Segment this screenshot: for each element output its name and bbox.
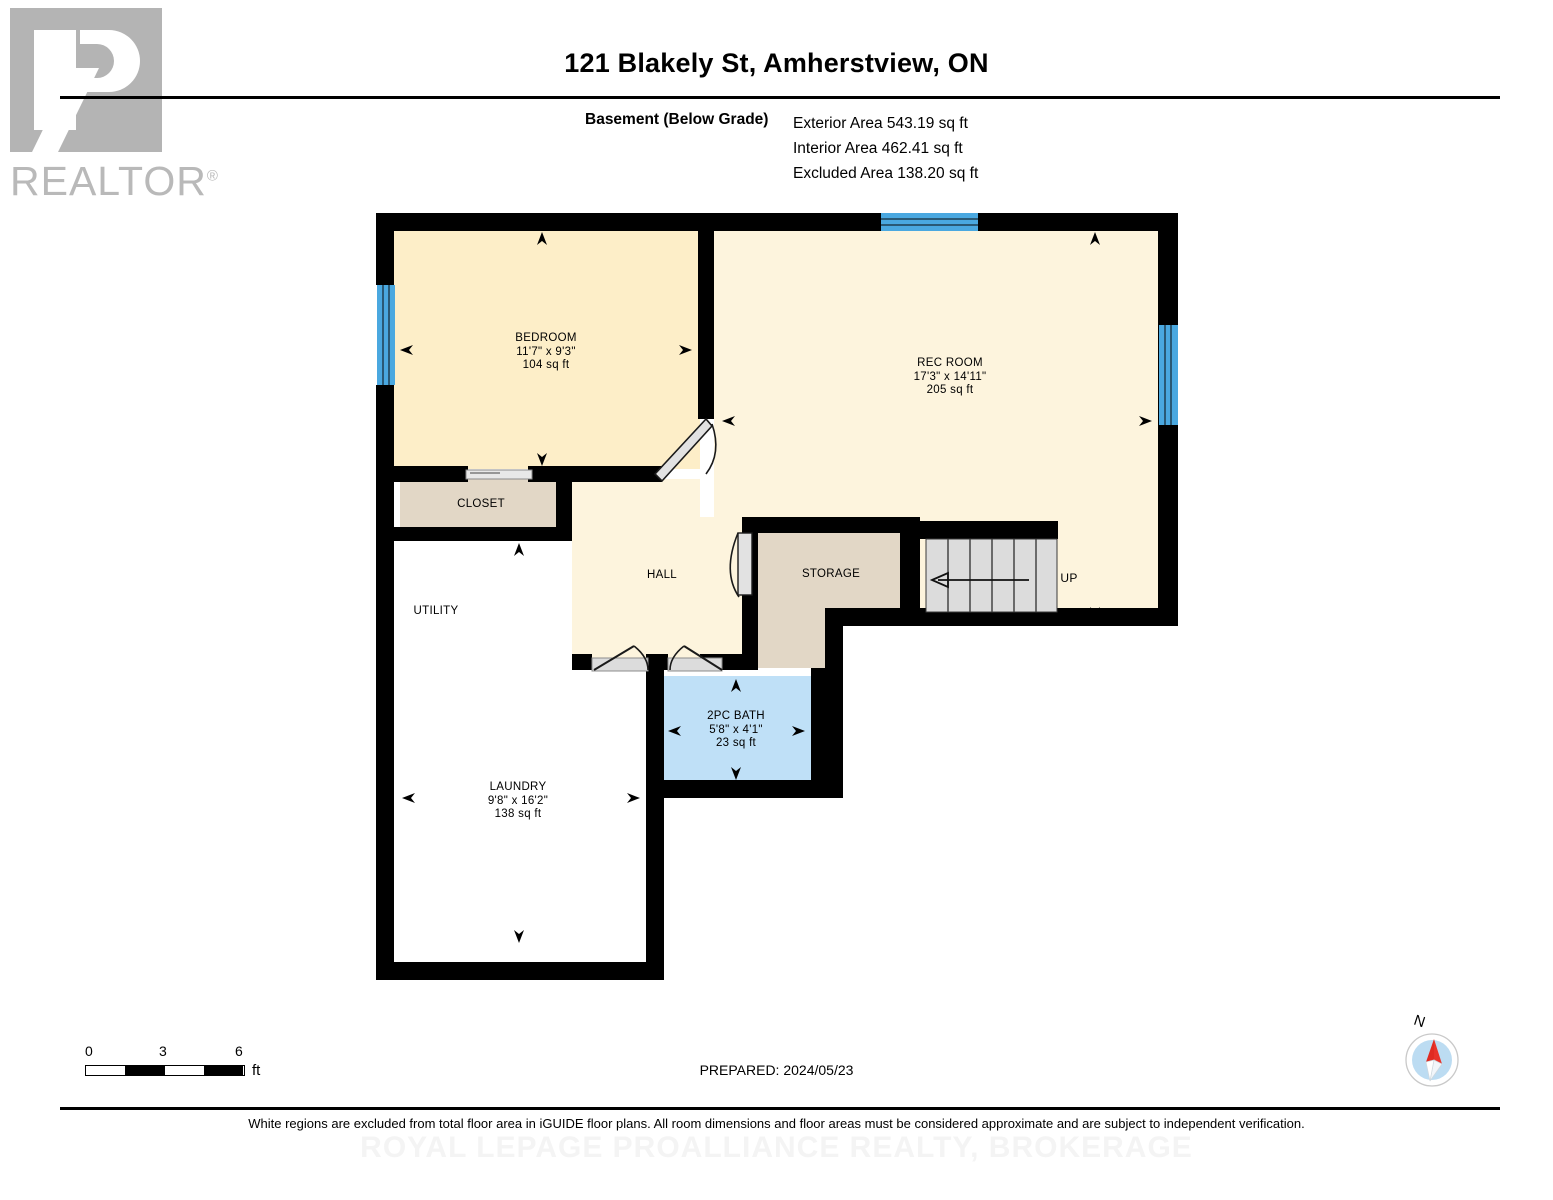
realtor-logo: REALTOR® bbox=[10, 8, 218, 204]
room-dims-recroom: 17'3" x 14'11" bbox=[913, 370, 987, 383]
wall-stairs-top bbox=[920, 521, 1058, 539]
window-recroom-north bbox=[881, 213, 978, 231]
room-label-bedroom: BEDROOM 11'7" x 9'3" 104 sq ft bbox=[441, 332, 651, 373]
room-area-bath: 23 sq ft bbox=[715, 737, 757, 749]
room-name-utility: UTILITY bbox=[413, 605, 459, 617]
window-recroom-east bbox=[1159, 325, 1178, 425]
brokerage-watermark: ROYAL LEPAGE PROALLIANCE REALTY, BROKERA… bbox=[360, 1131, 1193, 1164]
room-dims-laundry: 9'8" x 16'2" bbox=[487, 794, 549, 807]
room-area-laundry: 138 sq ft bbox=[494, 808, 542, 820]
realtor-wordmark-text: REALTOR bbox=[10, 158, 207, 204]
scale-unit-label: ft bbox=[252, 1062, 261, 1079]
wall-bath-right bbox=[811, 668, 829, 798]
wall-right-mid bbox=[825, 608, 843, 798]
room-fill-closet bbox=[400, 479, 563, 531]
registered-trademark-icon: ® bbox=[206, 167, 219, 185]
excluded-area-text: Excluded Area 138.20 sq ft bbox=[793, 165, 979, 182]
wall-bedroom-right bbox=[698, 229, 714, 419]
room-name-recroom: REC ROOM bbox=[917, 357, 983, 369]
floor-plan-drawing bbox=[376, 213, 1178, 980]
room-fill-storage bbox=[757, 527, 916, 668]
wall-top-left bbox=[376, 213, 714, 231]
room-name-hall: HALL bbox=[647, 569, 677, 581]
wall-laundry-right bbox=[646, 780, 664, 970]
room-name-closet: CLOSET bbox=[457, 498, 505, 510]
wall-bottom bbox=[376, 962, 664, 980]
room-dims-bedroom: 11'7" x 9'3" bbox=[516, 345, 576, 358]
wall-hall-bottom-a bbox=[572, 654, 592, 670]
room-label-utility: UTILITY bbox=[386, 605, 486, 619]
scale-bar-legend: 0 3 6 bbox=[85, 1043, 285, 1061]
window-group bbox=[377, 213, 1178, 425]
stairs-up-label: UP bbox=[1044, 571, 1094, 586]
door-storage bbox=[729, 532, 753, 598]
room-label-laundry: LAUNDRY 9'8" x 16'2" 138 sq ft bbox=[418, 781, 618, 822]
wall-top-right-b bbox=[978, 213, 1178, 231]
room-name-bath: 2PC BATH bbox=[707, 710, 765, 722]
interior-area-text: Interior Area 462.41 sq ft bbox=[793, 140, 963, 157]
room-label-storage: STORAGE bbox=[781, 568, 881, 582]
door-bath bbox=[667, 645, 723, 672]
wall-bath-left bbox=[646, 668, 664, 798]
wall-hall-top bbox=[556, 466, 662, 482]
realtor-r-mark bbox=[10, 8, 162, 152]
scale-tick-3: 3 bbox=[159, 1043, 167, 1059]
door-closet-sliding bbox=[465, 469, 533, 480]
room-name-bedroom: BEDROOM bbox=[515, 332, 577, 344]
compass-rose bbox=[1405, 1033, 1459, 1087]
page-title: 121 Blakely St, Amherstview, ON bbox=[564, 48, 989, 78]
dimension-arrows bbox=[400, 232, 1152, 943]
wall-left-b bbox=[376, 385, 394, 962]
room-name-storage: STORAGE bbox=[801, 568, 861, 580]
wall-top-right-a bbox=[714, 213, 881, 231]
room-label-recroom: REC ROOM 17'3" x 14'11" 205 sq ft bbox=[845, 357, 1055, 398]
floor-level-label: Basement (Below Grade) bbox=[585, 111, 769, 128]
room-label-closet: CLOSET bbox=[401, 498, 561, 512]
wall-left-a bbox=[376, 213, 394, 285]
wall-bedroom-bottom-a bbox=[392, 466, 468, 482]
wall-storage-right bbox=[900, 517, 920, 617]
door-bedroom bbox=[653, 417, 717, 483]
realtor-wordmark: REALTOR® bbox=[10, 158, 219, 205]
prepared-date: PREPARED: 2024/05/23 bbox=[699, 1062, 854, 1078]
footer-divider bbox=[60, 1107, 1500, 1110]
stairs bbox=[925, 538, 1058, 613]
door-group bbox=[465, 417, 753, 672]
wall-storage-top bbox=[742, 517, 920, 533]
disclaimer-text: White regions are excluded from total fl… bbox=[248, 1116, 1305, 1131]
room-label-bath: 2PC BATH 5'8" x 4'1" 23 sq ft bbox=[661, 710, 811, 751]
door-utility bbox=[591, 645, 649, 672]
room-area-recroom: 205 sq ft bbox=[926, 384, 974, 396]
area-summary: Exterior Area 543.19 sq ft Interior Area… bbox=[793, 111, 978, 186]
stairs-direction-arrow bbox=[929, 571, 1029, 589]
stairs-up-text: UP bbox=[1060, 571, 1078, 585]
room-dims-bath: 5'8" x 4'1" bbox=[709, 723, 763, 736]
exterior-area-text: Exterior Area 543.19 sq ft bbox=[793, 115, 968, 132]
window-bedroom-west bbox=[377, 285, 395, 385]
wall-closet-bottom bbox=[376, 527, 572, 541]
room-label-hall: HALL bbox=[612, 569, 712, 583]
room-area-bedroom: 104 sq ft bbox=[522, 359, 570, 371]
room-fill-bedroom bbox=[392, 229, 700, 469]
wall-group bbox=[376, 213, 1178, 980]
room-fill-hall bbox=[572, 479, 757, 668]
room-name-laundry: LAUNDRY bbox=[489, 781, 547, 793]
wall-hall-bottom-b bbox=[646, 654, 668, 670]
header-divider bbox=[60, 96, 1500, 99]
wall-closet-right bbox=[556, 479, 572, 535]
scale-tick-0: 0 bbox=[85, 1043, 93, 1059]
scale-tick-6: 6 bbox=[235, 1043, 243, 1059]
wall-bath-bottom bbox=[662, 780, 843, 798]
scale-bar-graphic bbox=[85, 1065, 245, 1076]
